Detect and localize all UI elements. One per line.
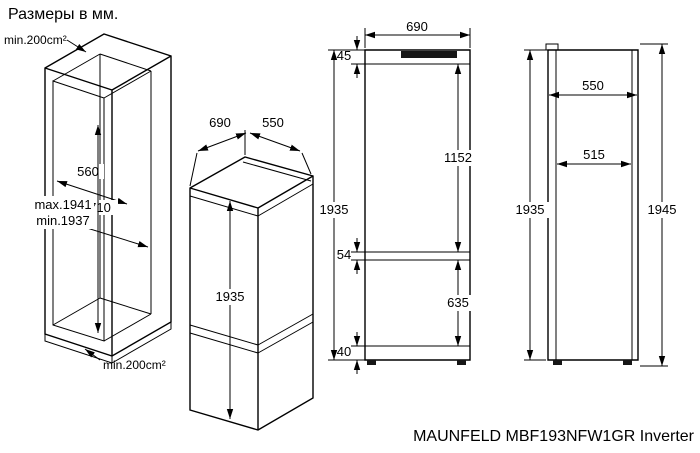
side-rear-foot [623,360,632,365]
niche-vent-top-label: min.200cm² [4,33,67,47]
front-lower-section-label: 635 [447,295,469,310]
side-view: 550 515 1935 1945 [512,43,681,367]
iso-width-label: 690 [209,115,231,130]
front-divider-lines [365,63,470,347]
front-height-label: 1935 [320,202,349,217]
niche-width-label: 560 [77,164,99,179]
side-hinge-cover [545,43,559,51]
front-mid-section-label: 54 [337,247,351,262]
side-height-label: 1935 [516,202,545,217]
iso-outline [189,156,314,431]
side-depth-label: 550 [582,78,604,93]
vent-top-leader-arrow [66,39,87,53]
page-title: Размеры в мм. [8,6,118,23]
niche-vent-bottom-label: min.200cm² [103,358,166,372]
iso-depth-label: 550 [262,115,284,130]
front-left-foot [367,360,376,365]
niche-height-min-label: min.1937 [36,213,89,228]
front-height-label-bg [316,202,353,218]
front-width-label: 690 [406,19,428,34]
iso-height-label-bg [212,289,249,305]
iso-dim-550-arrow [249,132,301,152]
front-left-extensions [351,63,365,347]
vent-bottom-leader-arrow [84,348,101,361]
front-bottom-section-label: 40 [337,344,351,359]
isometric-view: 690 550 1935 [189,115,314,431]
side-inner-depth-label: 515 [583,147,605,162]
front-right-foot [457,360,466,365]
side-height-label-bg [512,202,549,218]
side-front-foot [553,360,562,365]
front-upper-section-label: 1152 [444,150,472,165]
front-top-panel [401,51,457,58]
niche-height-label-bg [32,196,94,229]
iso-door-split-lines [189,313,314,354]
side-overall-height-label: 1945 [648,202,677,217]
niche-view: min.200cm² 560 710 max.1941 min.1937 min… [4,33,172,372]
model-name: MAUNFELD MBF193NFW1GR Inverter [413,428,695,445]
front-top-section-label: 45 [337,48,351,63]
front-635-label-bg [441,295,475,311]
front-1152-label-bg [441,150,475,166]
niche-outline [44,33,172,357]
iso-front-edges [189,175,314,430]
niche-plinth [44,322,172,364]
iso-top-panel-line [189,183,314,217]
niche-height-max-label: max.1941 [34,197,91,212]
side-outline [547,49,639,361]
front-outline [364,49,471,361]
iso-height-label: 1935 [216,289,245,304]
iso-top-back-strip [242,161,312,182]
side-overall-label-bg [644,202,681,218]
iso-dim-690-arrow [197,132,247,152]
front-view: 690 45 54 40 1935 1152 635 [316,19,475,374]
